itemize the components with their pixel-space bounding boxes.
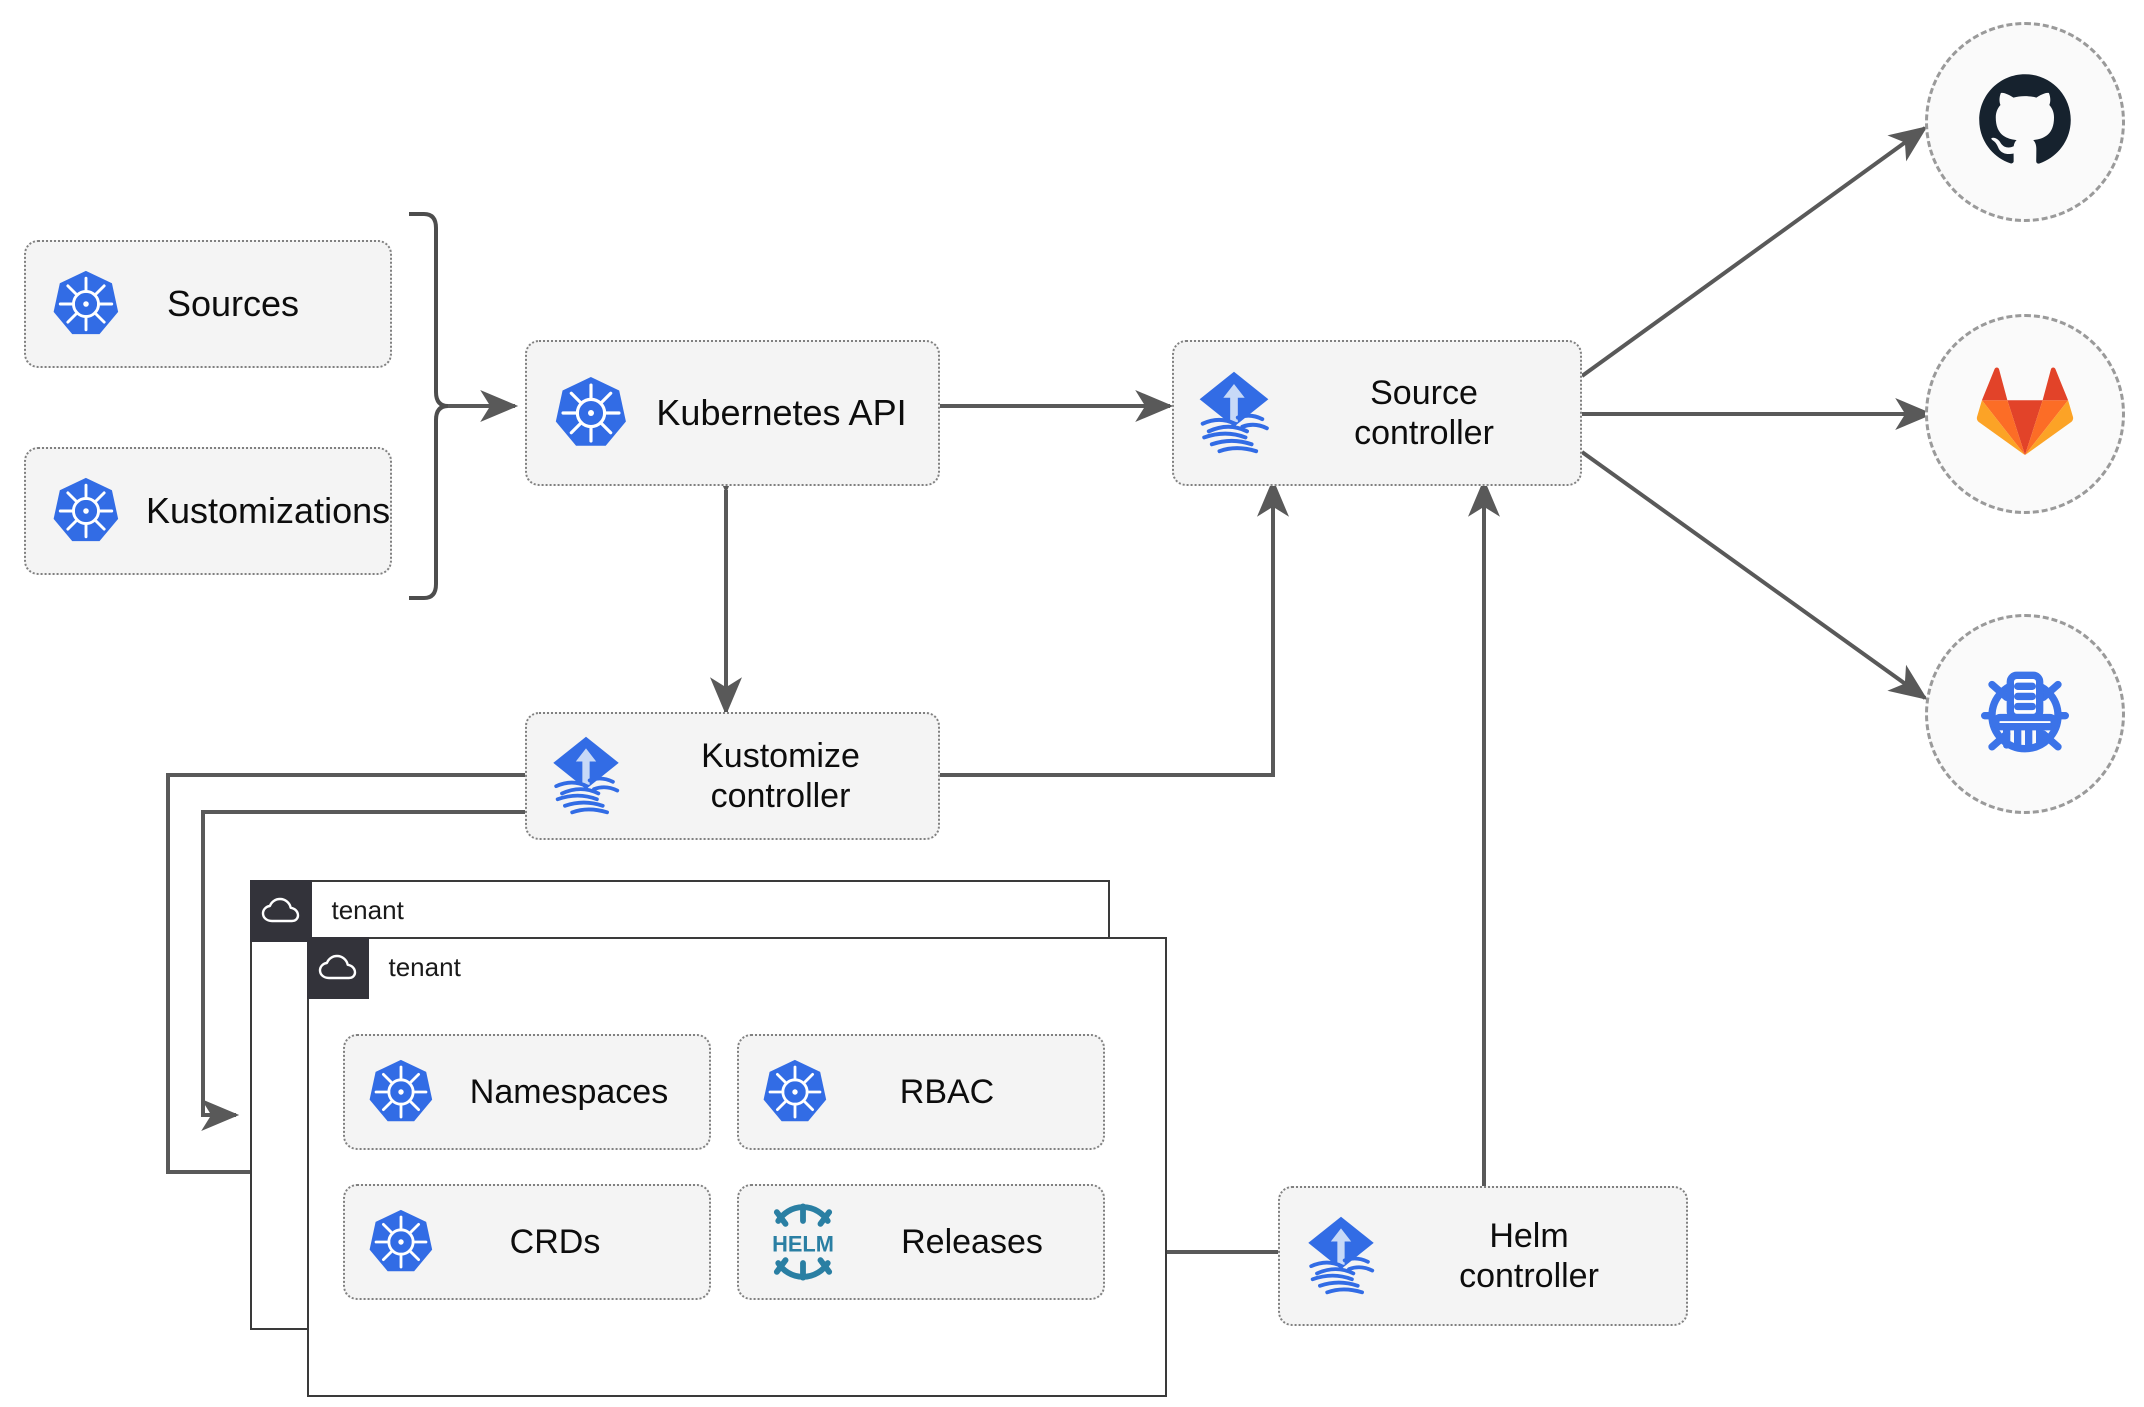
- node-label: Source controller: [1354, 373, 1494, 452]
- node-label: Namespaces: [469, 1072, 669, 1111]
- github-icon: [1973, 68, 2077, 177]
- tenant-label: tenant: [331, 895, 404, 925]
- node-label: Kubernetes API: [656, 391, 907, 433]
- flux-icon: [1174, 367, 1294, 459]
- kubernetes-icon: [527, 375, 655, 451]
- node-kubernetes-api[interactable]: Kubernetes API: [525, 340, 940, 486]
- node-label: Sources: [166, 282, 300, 324]
- svg-text:HELM: HELM: [772, 1231, 834, 1256]
- kubernetes-icon: [26, 476, 146, 546]
- node-label: Kustomizations: [146, 489, 391, 531]
- kubernetes-icon: [26, 269, 146, 339]
- tenant-tab-inner: tenant: [306, 936, 461, 999]
- cloud-icon: [249, 879, 312, 942]
- kubernetes-icon: [345, 1058, 457, 1126]
- node-releases[interactable]: HELM Releases: [737, 1184, 1105, 1300]
- helm-repository-icon: [1970, 657, 2080, 772]
- node-label: Kustomize controller: [701, 736, 860, 815]
- flux-icon: [527, 732, 645, 820]
- node-source-controller[interactable]: Source controller: [1172, 340, 1582, 486]
- tenant-panel-inner: tenant: [306, 936, 1167, 1397]
- node-rbac[interactable]: RBAC: [737, 1034, 1105, 1150]
- gitlab-icon: [1976, 365, 2074, 464]
- provider-gitlab[interactable]: [1925, 314, 2125, 514]
- node-label: Releases: [901, 1222, 1043, 1261]
- node-kustomize-controller[interactable]: Kustomize controller: [525, 712, 940, 840]
- node-label: Helm controller: [1459, 1216, 1599, 1295]
- provider-github[interactable]: [1925, 22, 2125, 222]
- provider-helm-repository[interactable]: [1925, 614, 2125, 814]
- node-label: RBAC: [899, 1072, 995, 1111]
- tenant-tab-outer: tenant: [249, 879, 404, 942]
- tenant-label: tenant: [388, 952, 461, 982]
- node-kustomizations[interactable]: Kustomizations: [24, 447, 392, 575]
- node-sources[interactable]: Sources: [24, 240, 392, 368]
- node-label: CRDs: [509, 1222, 601, 1261]
- flux-icon: [1280, 1212, 1402, 1300]
- kubernetes-icon: [345, 1208, 457, 1276]
- cloud-icon: [306, 936, 369, 999]
- helm-icon: HELM: [739, 1202, 867, 1282]
- node-helm-controller[interactable]: Helm controller: [1278, 1186, 1688, 1326]
- node-crds[interactable]: CRDs: [343, 1184, 711, 1300]
- kubernetes-icon: [739, 1058, 851, 1126]
- node-namespaces[interactable]: Namespaces: [343, 1034, 711, 1150]
